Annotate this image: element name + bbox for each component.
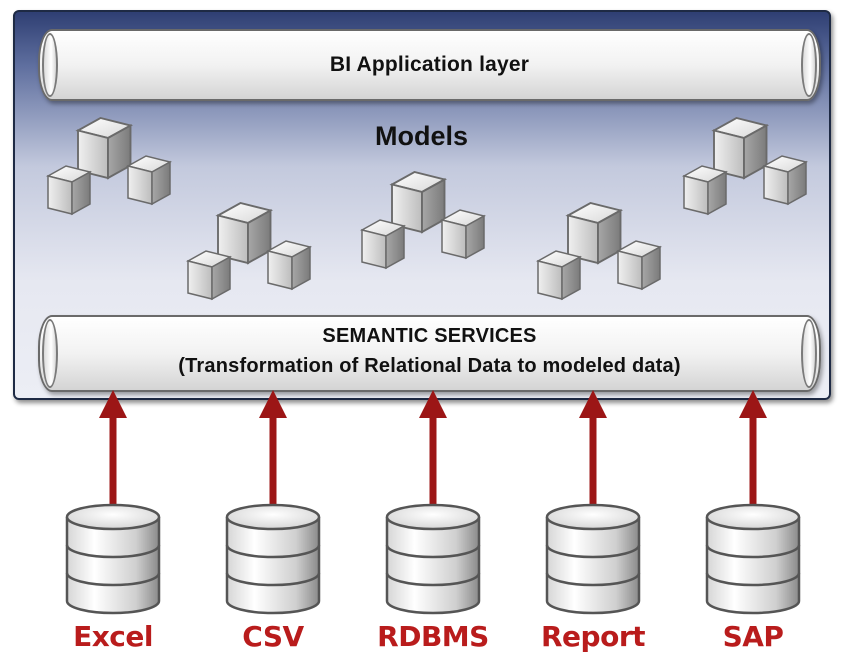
model-cube-cluster-icon [684,118,806,214]
bi-application-layer-bar: BI Application layer [38,29,821,101]
model-cube-cluster-icon [188,203,310,299]
source-label-excel: Excel [73,620,153,653]
model-cube-cluster-icon [362,172,484,268]
arrows [99,390,767,512]
semantic-services-subtitle: (Transformation of Relational Data to mo… [178,355,681,377]
database-icon-sap [705,503,801,615]
bi-application-layer-label: BI Application layer [329,53,530,76]
source-label-report: Report [540,620,646,653]
models-title: Models [374,121,468,151]
model-cube-cluster-icon [48,118,170,214]
bar-right-cap [801,319,817,388]
source-label-rdbms: RDBMS [377,620,489,653]
database-icon-csv [225,503,321,615]
semantic-services-title: SEMANTIC SERVICES [322,325,537,347]
database-icon-report [545,503,641,615]
source-label-csv: CSV [242,620,304,653]
database-icon-excel [65,503,161,615]
semantic-services-bar: SEMANTIC SERVICES (Transformation of Rel… [38,315,821,392]
model-cube-cluster-icon [538,203,660,299]
database-icon-rdbms [385,503,481,615]
bar-right-cap [801,33,817,97]
bar-left-cap [42,319,58,388]
bar-left-cap [42,33,58,97]
source-label-sap: SAP [722,620,784,653]
